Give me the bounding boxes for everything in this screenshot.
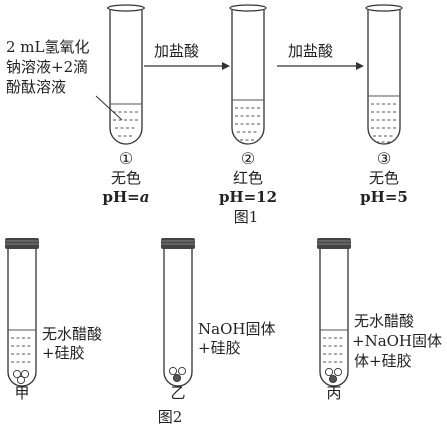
tube-yi-stopper bbox=[161, 238, 195, 249]
tube-1-ph-prefix: pH= bbox=[103, 188, 140, 206]
tube-bing-label-3: 体+硅胶 bbox=[354, 352, 412, 370]
tube-jia-name: 甲 bbox=[14, 384, 29, 402]
tube-2-ph: pH=12 bbox=[219, 188, 277, 206]
tube-3-number: ③ bbox=[377, 149, 391, 168]
silica-gel-jia bbox=[12, 369, 30, 385]
tube-1-ph: pH=a bbox=[103, 188, 150, 206]
arrow-2 bbox=[277, 62, 364, 70]
tube-3-ph: pH=5 bbox=[360, 188, 408, 206]
silica-naoh-bing bbox=[324, 367, 343, 384]
naoh-solid-yi bbox=[168, 366, 187, 383]
figure-1-caption: 图1 bbox=[234, 208, 259, 226]
figure-2-caption: 图2 bbox=[158, 408, 183, 426]
tube-yi bbox=[161, 238, 195, 387]
tube-3-ph-value: 5 bbox=[397, 188, 407, 206]
tube-yi-label-1: NaOH固体 bbox=[198, 320, 275, 338]
tube-bing-stopper bbox=[317, 238, 351, 249]
tube-jia-label-2: +硅胶 bbox=[42, 344, 85, 362]
tube-2-color: 红色 bbox=[233, 169, 263, 187]
tube-2-ph-prefix: pH= bbox=[219, 188, 256, 206]
tube-jia-stopper bbox=[5, 238, 39, 249]
sample-pointer-line bbox=[95, 95, 123, 121]
tube-3-color: 无色 bbox=[369, 169, 399, 187]
arrow-1-label: 加盐酸 bbox=[154, 42, 199, 60]
tube-1-color: 无色 bbox=[111, 169, 141, 187]
tube-1-number: ① bbox=[119, 149, 133, 168]
tube-bing-label-2: +NaOH固体 bbox=[352, 332, 442, 350]
tube-jia-label-1: 无水醋酸 bbox=[42, 325, 102, 343]
test-tube-1 bbox=[107, 4, 145, 145]
tube-3-ph-prefix: pH= bbox=[360, 188, 397, 206]
arrow-2-label: 加盐酸 bbox=[288, 42, 333, 60]
sample-label-line-2: 钠溶液+2滴 bbox=[6, 58, 88, 76]
tube-jia bbox=[5, 238, 39, 387]
figure-1: 加盐酸 加盐酸 2 mL氢氧化 钠溶液+2滴 酚酞溶液 ① 无色 pH=a ② … bbox=[6, 4, 408, 226]
tube-bing-name: 丙 bbox=[326, 384, 341, 402]
tube-2-ph-value: 12 bbox=[256, 188, 277, 206]
test-tube-2 bbox=[229, 4, 267, 145]
tube-1-ph-value: a bbox=[140, 188, 150, 206]
figure-2: 无水醋酸 +硅胶 甲 NaOH固体 +硅胶 乙 bbox=[5, 238, 442, 426]
tube-yi-name: 乙 bbox=[170, 384, 185, 402]
sample-label-line-1: 2 mL氢氧化 bbox=[6, 38, 90, 56]
tube-yi-label-2: +硅胶 bbox=[198, 339, 241, 357]
tube-bing-label-1: 无水醋酸 bbox=[354, 312, 414, 330]
sample-label-line-3: 酚酞溶液 bbox=[6, 78, 66, 96]
arrow-1 bbox=[144, 62, 230, 70]
tube-2-number: ② bbox=[241, 149, 255, 168]
test-tube-3 bbox=[365, 4, 403, 145]
tube-bing bbox=[317, 238, 351, 387]
